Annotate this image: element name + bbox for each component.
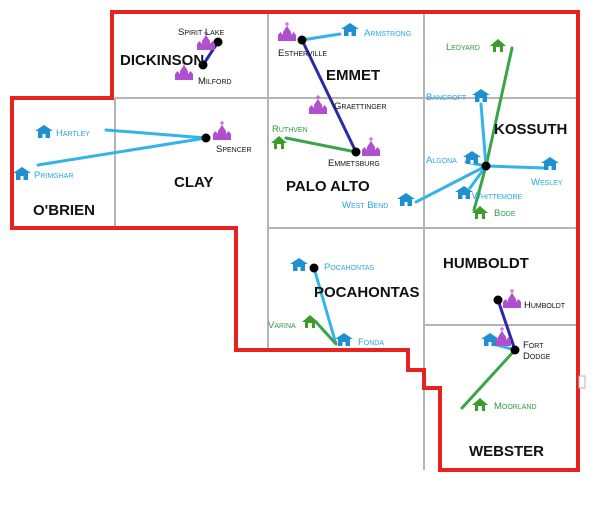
region-border [10, 10, 580, 472]
county-palo-alto: PALO ALTO [286, 178, 370, 195]
fort-dodge-line-1: Fort [523, 340, 544, 351]
church-icon [278, 22, 296, 41]
hub-dot-icon [213, 37, 223, 47]
town-graettinger: Graettinger [334, 101, 387, 112]
county-emmet: EMMET [326, 67, 380, 84]
hub-dot-icon [297, 35, 307, 45]
hub-dot-icon [510, 345, 520, 355]
line-algona-wesley [484, 164, 546, 170]
school-building-icon [341, 23, 359, 36]
county-humboldt: HUMBOLDT [443, 255, 529, 272]
town-fort-dodge: Fort Dodge [523, 340, 551, 362]
line-ruthven-emmetsburg [284, 136, 358, 154]
town-ruthven: Ruthven [272, 124, 308, 135]
town-whittemore: Whittemore [472, 191, 523, 202]
line-spirit-lake-milford [201, 40, 220, 67]
house-icon [472, 398, 488, 411]
town-ledyard: Ledyard [446, 42, 480, 53]
line-humboldt-fort-dodge [496, 298, 517, 352]
line-algona-bancroft [479, 102, 488, 168]
town-primghar: Primghar [34, 170, 73, 181]
church-icon [503, 289, 521, 308]
town-varina: Varina [268, 320, 296, 331]
school-building-icon [35, 125, 53, 138]
school-building-icon [397, 193, 415, 206]
school-building-icon [335, 333, 353, 346]
town-hartley: Hartley [56, 128, 90, 139]
line-estherville-emmetsburg [300, 38, 358, 154]
church-icon [362, 137, 380, 156]
hub-dots [198, 35, 520, 355]
county-webster: WEBSTER [469, 443, 544, 460]
line-algona-west-bend [414, 164, 488, 204]
county-dickinson: DICKINSON [120, 52, 204, 69]
town-estherville: Estherville [278, 48, 327, 59]
hub-dot-icon [351, 147, 361, 157]
school-building-icon [472, 89, 490, 102]
school-building-icon [290, 258, 308, 271]
town-humboldt: Humboldt [524, 300, 566, 311]
town-pocahontas: Pocahontas [324, 262, 374, 273]
hub-dot-icon [198, 60, 208, 70]
line-algona-ledyard [484, 46, 514, 168]
county-obrien: O'BRIEN [33, 202, 95, 219]
house-icon [302, 315, 318, 328]
town-spirit-lake: Spirit Lake [178, 27, 224, 38]
county-clay: CLAY [174, 174, 213, 191]
line-algona-whittemore [468, 164, 488, 190]
school-building-icon [13, 167, 31, 180]
connector-lines [36, 32, 546, 410]
town-moorland: Moorland [494, 401, 537, 412]
county-pocahontas: POCAHONTAS [314, 284, 420, 301]
line-hartley-spencer [104, 128, 208, 140]
town-spencer: Spencer [216, 144, 252, 155]
house-icon [490, 39, 506, 52]
line-primghar-spencer [36, 136, 208, 167]
hub-dot-icon [493, 295, 503, 305]
edge-tab [578, 375, 586, 389]
town-fonda: Fonda [358, 337, 384, 348]
line-algona-bode [472, 164, 488, 212]
town-emmetsburg: Emmetsburg [328, 158, 380, 169]
town-bode: Bode [494, 208, 516, 219]
town-bancroft: Bancroft [426, 92, 467, 103]
town-west-bend: West Bend [342, 200, 388, 211]
town-milford: Milford [198, 76, 232, 87]
county-labels: DICKINSON EMMET KOSSUTH O'BRIEN CLAY PAL… [33, 52, 567, 460]
line-pocahontas-fonda [312, 266, 338, 346]
town-algona: Algona [426, 155, 457, 166]
town-wesley: Wesley [531, 177, 563, 188]
hub-dot-icon [309, 263, 319, 273]
line-estherville-armstrong [300, 32, 342, 42]
county-kossuth: KOSSUTH [494, 121, 567, 138]
town-armstrong: Armstrong [364, 28, 411, 39]
line-fort-dodge-moorland [460, 348, 517, 410]
hub-dot-icon [481, 161, 491, 171]
county-lines [114, 12, 578, 470]
church-icon [213, 121, 231, 140]
line-varina-fonda [314, 320, 338, 346]
hub-dot-icon [201, 133, 211, 143]
fort-dodge-line-2: Dodge [523, 351, 551, 362]
town-labels: Spirit Lake Milford Estherville Armstron… [34, 27, 566, 412]
